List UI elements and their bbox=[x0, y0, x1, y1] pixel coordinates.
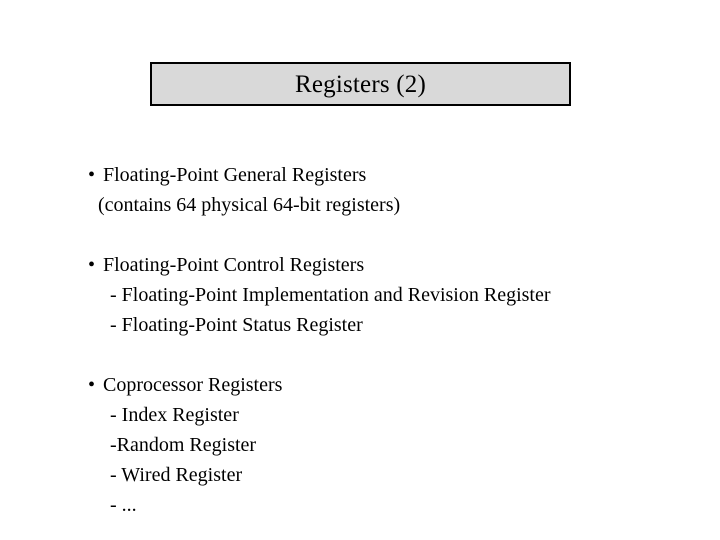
bullet-line: • Floating-Point Control Registers bbox=[88, 250, 688, 280]
sub-item: -Random Register bbox=[110, 434, 257, 456]
sub-item: - Floating-Point Status Register bbox=[110, 314, 363, 336]
bullet-label: Floating-Point Control Registers bbox=[103, 254, 365, 276]
sub-item: - Floating-Point Implementation and Revi… bbox=[110, 284, 551, 306]
bullet-block: • Floating-Point Control Registers - Flo… bbox=[88, 250, 688, 340]
bullet-label: Floating-Point General Registers bbox=[103, 164, 367, 186]
bullet-icon: • bbox=[88, 254, 96, 276]
continuation-line: (contains 64 physical 64-bit registers) bbox=[98, 194, 401, 216]
bullet-line: • Coprocessor Registers bbox=[88, 370, 688, 400]
bullet-label: Coprocessor Registers bbox=[103, 374, 283, 396]
bullet-block: • Coprocessor Registers - Index Register… bbox=[88, 370, 688, 520]
sub-item: - ... bbox=[110, 494, 137, 516]
bullet-line: • Floating-Point General Registers bbox=[88, 160, 688, 190]
bullet-icon: • bbox=[88, 374, 96, 396]
page-title: Registers (2) bbox=[294, 70, 427, 98]
sub-item: - Index Register bbox=[110, 404, 239, 426]
slide-body: • Floating-Point General Registers (cont… bbox=[88, 160, 688, 520]
slide-title-box: Registers (2) bbox=[150, 62, 571, 106]
bullet-block: • Floating-Point General Registers (cont… bbox=[88, 160, 688, 220]
bullet-icon: • bbox=[88, 164, 96, 186]
sub-item: - Wired Register bbox=[110, 464, 243, 486]
